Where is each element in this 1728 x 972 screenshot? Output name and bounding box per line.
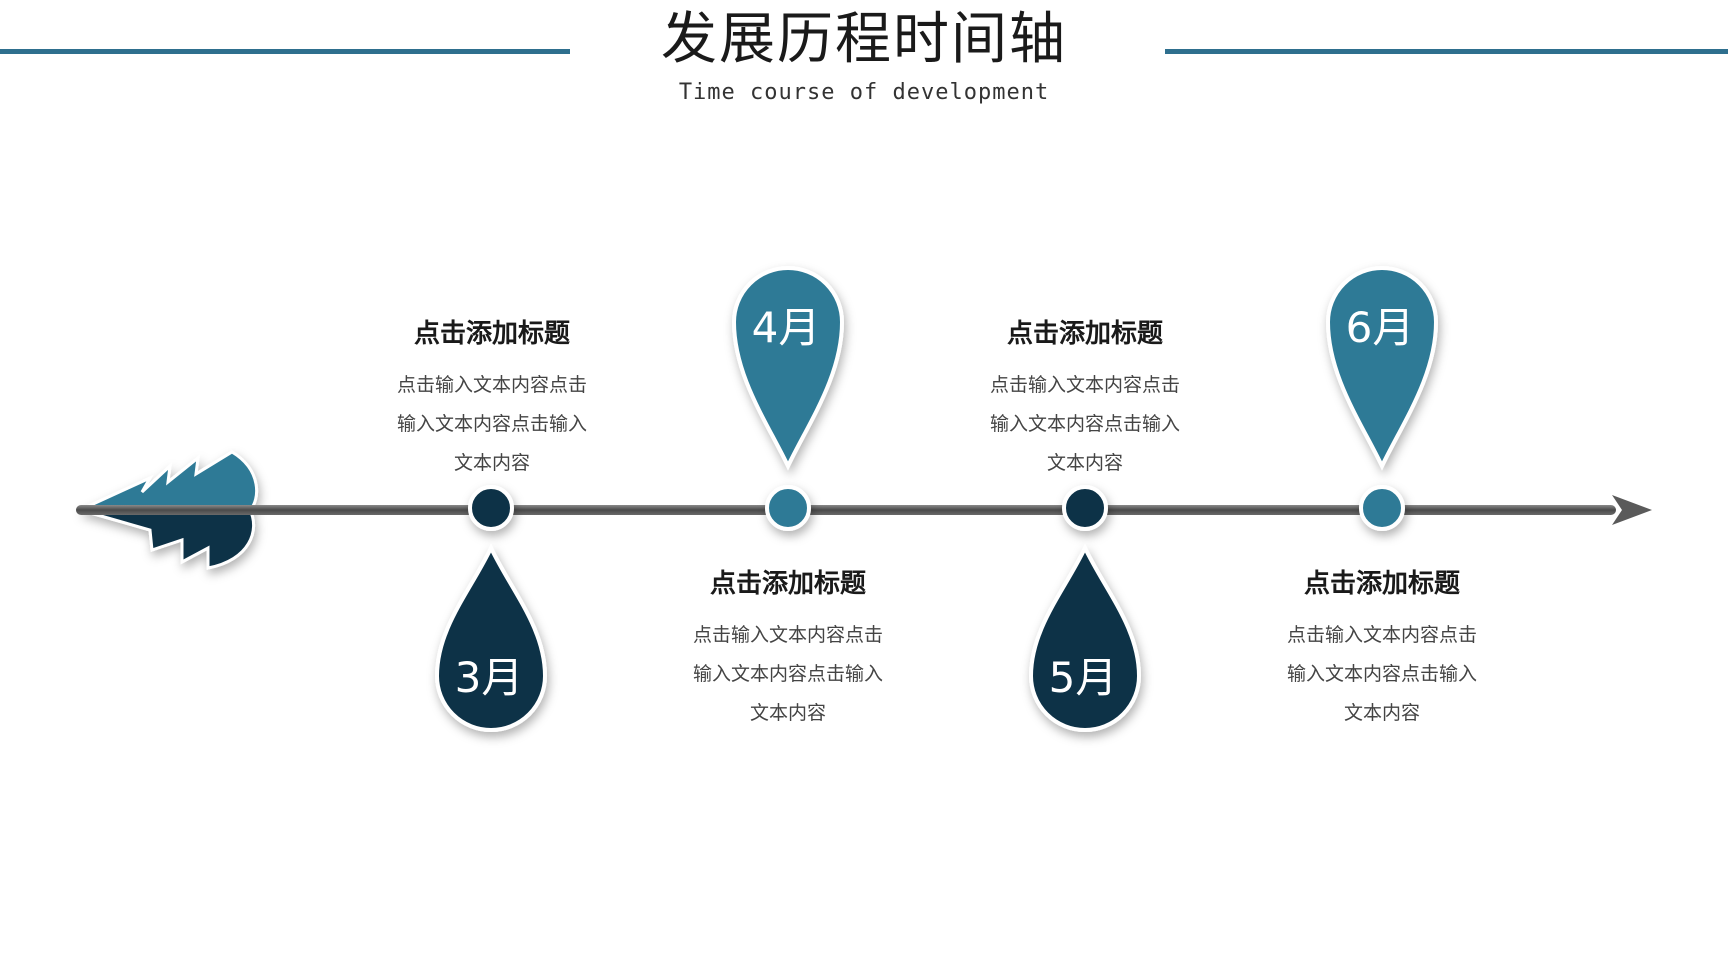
milestone-pin: 3月 — [434, 543, 548, 732]
milestone-body-line: 输入文本内容点击输入 — [692, 663, 883, 685]
milestone-body-line: 点击输入文本内容点击 — [692, 624, 883, 646]
page-subtitle: Time course of development — [678, 80, 1050, 105]
milestone-body-line: 输入文本内容点击输入 — [396, 413, 587, 435]
timeline-node — [1062, 485, 1108, 531]
header-rule-left — [0, 49, 570, 54]
milestone-title: 点击添加标题 — [413, 319, 570, 349]
milestone-pin: 4月 — [731, 266, 845, 471]
milestone-title: 点击添加标题 — [1006, 319, 1163, 349]
milestone-text-3: 点击添加标题 点击输入文本内容点击 输入文本内容点击输入 文本内容 — [935, 313, 1235, 483]
arrow-head — [1612, 495, 1652, 525]
milestone-pin: 6月 — [1325, 266, 1439, 471]
timeline-node — [765, 485, 811, 531]
milestone-month-label: 3月 — [455, 653, 524, 702]
milestone-body-line: 输入文本内容点击输入 — [1286, 663, 1477, 685]
milestone-text-2: 点击添加标题 点击输入文本内容点击 输入文本内容点击输入 文本内容 — [638, 563, 938, 733]
milestone-title: 点击添加标题 — [1303, 569, 1460, 599]
milestone-title: 点击添加标题 — [709, 569, 866, 599]
milestone-body-line: 点击输入文本内容点击 — [989, 374, 1180, 396]
milestone-body-line: 文本内容 — [749, 702, 826, 724]
milestone-month-label: 4月 — [752, 303, 821, 352]
timeline-node — [468, 485, 514, 531]
milestone-body-line: 文本内容 — [1343, 702, 1420, 724]
milestone-text-4: 点击添加标题 点击输入文本内容点击 输入文本内容点击输入 文本内容 — [1232, 563, 1532, 733]
header-rule-right — [1165, 49, 1728, 54]
milestone-body-line: 文本内容 — [453, 452, 530, 474]
milestone-body-line: 输入文本内容点击输入 — [989, 413, 1180, 435]
milestone-pin: 5月 — [1028, 543, 1142, 732]
timeline-node — [1359, 485, 1405, 531]
milestone-body-line: 点击输入文本内容点击 — [396, 374, 587, 396]
milestone-month-label: 6月 — [1346, 303, 1415, 352]
milestone-body-line: 点击输入文本内容点击 — [1286, 624, 1477, 646]
timeline-axis — [76, 505, 1616, 515]
page-title: 发展历程时间轴 — [661, 7, 1067, 72]
milestone-body-line: 文本内容 — [1046, 452, 1123, 474]
milestone-text-1: 点击添加标题 点击输入文本内容点击 输入文本内容点击输入 文本内容 — [342, 313, 642, 483]
milestone-month-label: 5月 — [1049, 653, 1118, 702]
